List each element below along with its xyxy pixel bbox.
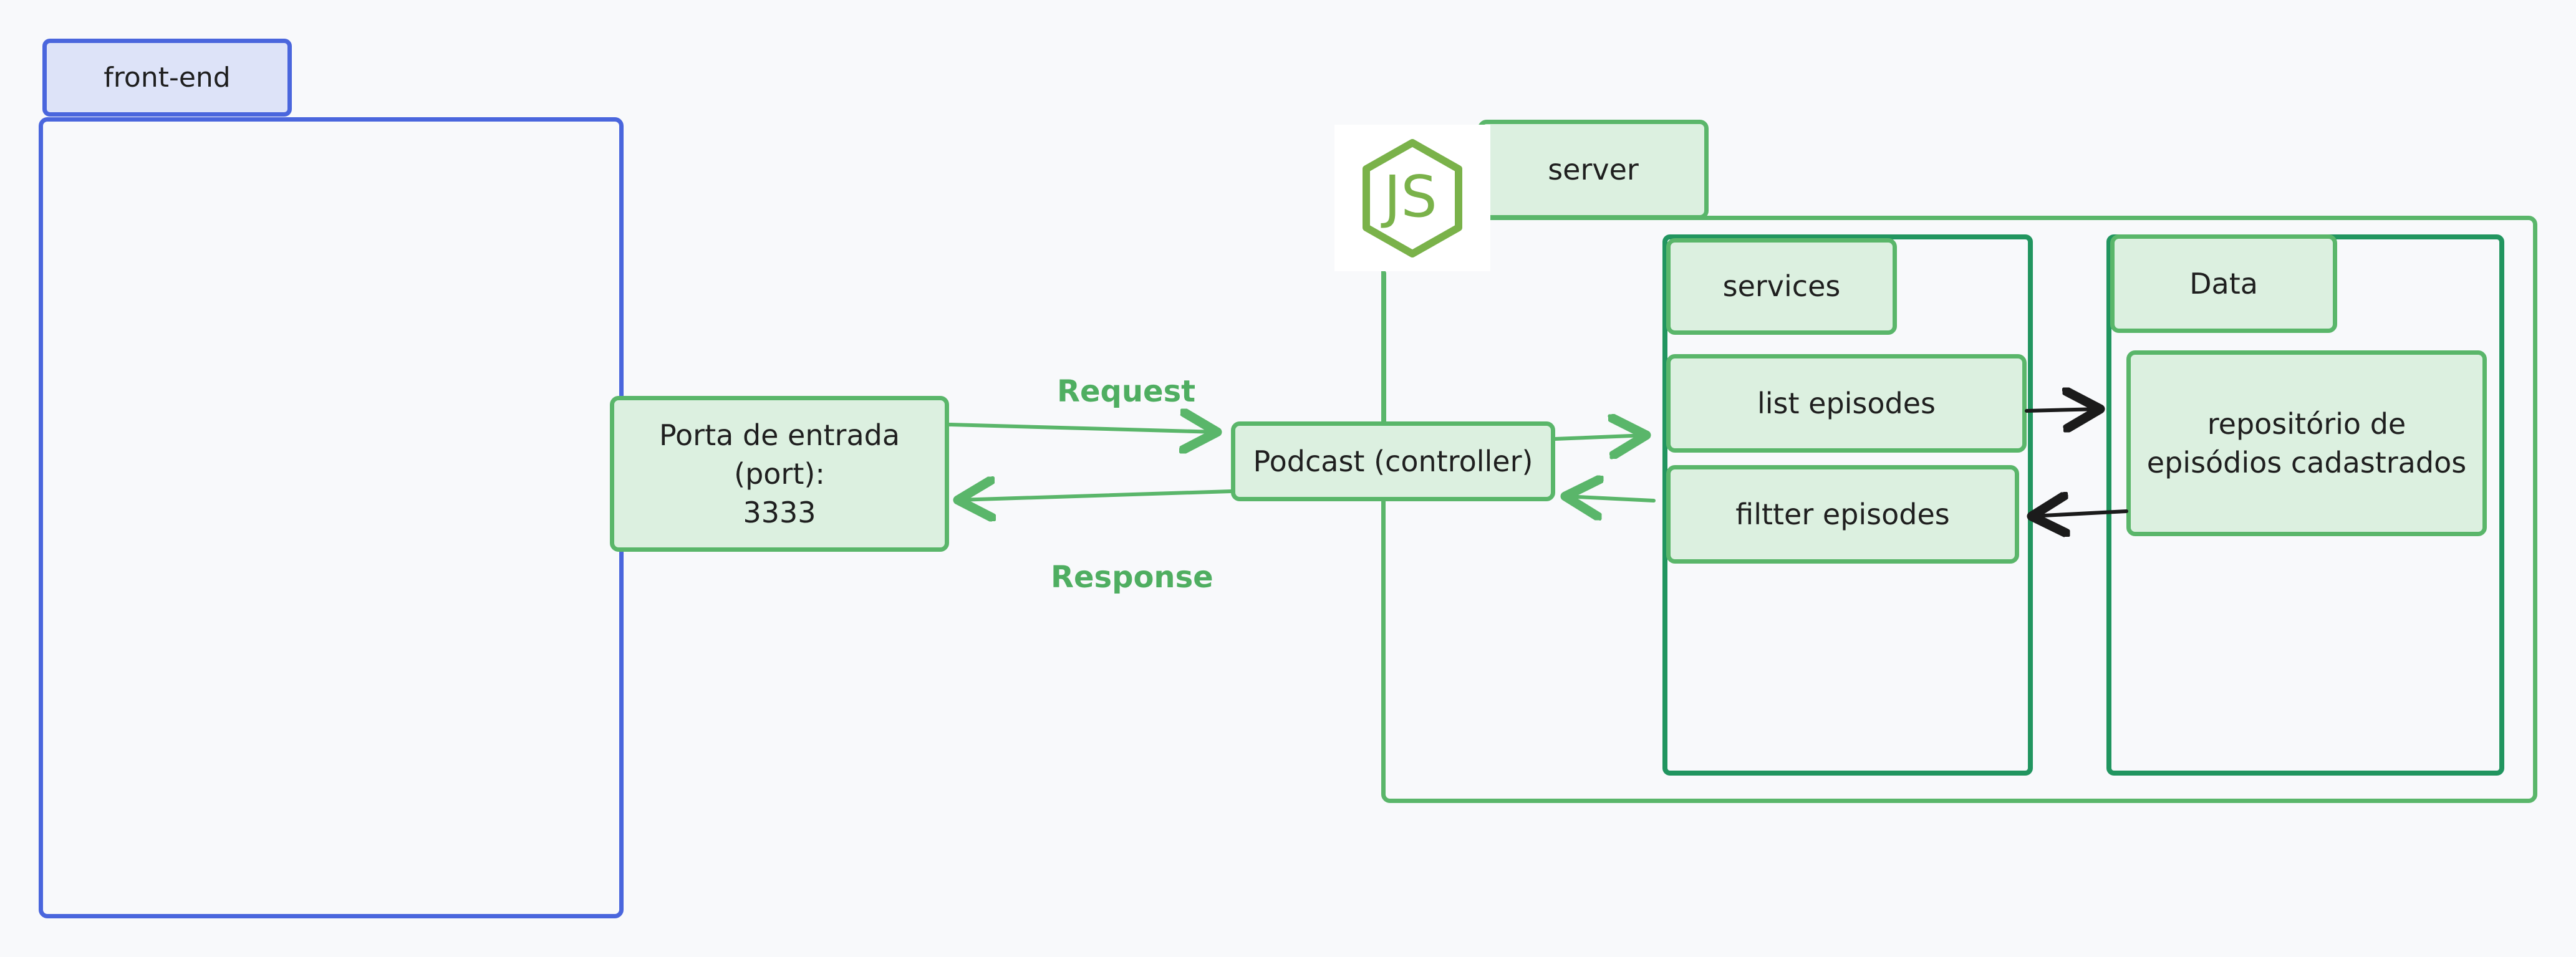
request-arrow: [947, 425, 1217, 432]
repository-node: repositório de episódios cadastrados: [2126, 350, 2487, 536]
port-label: Porta de entrada (port): 3333: [658, 418, 900, 530]
controller-label: Podcast (controller): [1253, 444, 1533, 478]
port-node: Porta de entrada (port): 3333: [610, 396, 949, 552]
data-label: Data: [2189, 266, 2258, 301]
frontend-container: [39, 117, 624, 918]
list-episodes-label: list episodes: [1757, 386, 1936, 420]
request-label: Request: [1057, 374, 1196, 409]
server-container: [1381, 216, 2537, 803]
services-tab: services: [1666, 238, 1897, 335]
frontend-label: front-end: [104, 61, 231, 94]
response-label: Response: [1051, 560, 1213, 595]
svg-text:JS: JS: [1381, 163, 1437, 230]
controller-node: Podcast (controller): [1231, 421, 1555, 501]
data-tab: Data: [2110, 234, 2337, 333]
server-label: server: [1548, 152, 1639, 186]
filter-episodes-label: filtter episodes: [1735, 497, 1950, 531]
services-label: services: [1722, 269, 1841, 304]
frontend-tab: front-end: [42, 39, 292, 117]
server-tab: server: [1478, 120, 1709, 219]
response-arrow: [958, 491, 1233, 500]
filter-episodes-node: filtter episodes: [1666, 465, 2019, 564]
nodejs-hexagon-icon: JS: [1363, 138, 1462, 257]
nodejs-logo-icon: JS: [1334, 125, 1490, 271]
repository-label: repositório de episódios cadastrados: [2146, 406, 2467, 479]
list-episodes-node: list episodes: [1666, 354, 2027, 453]
